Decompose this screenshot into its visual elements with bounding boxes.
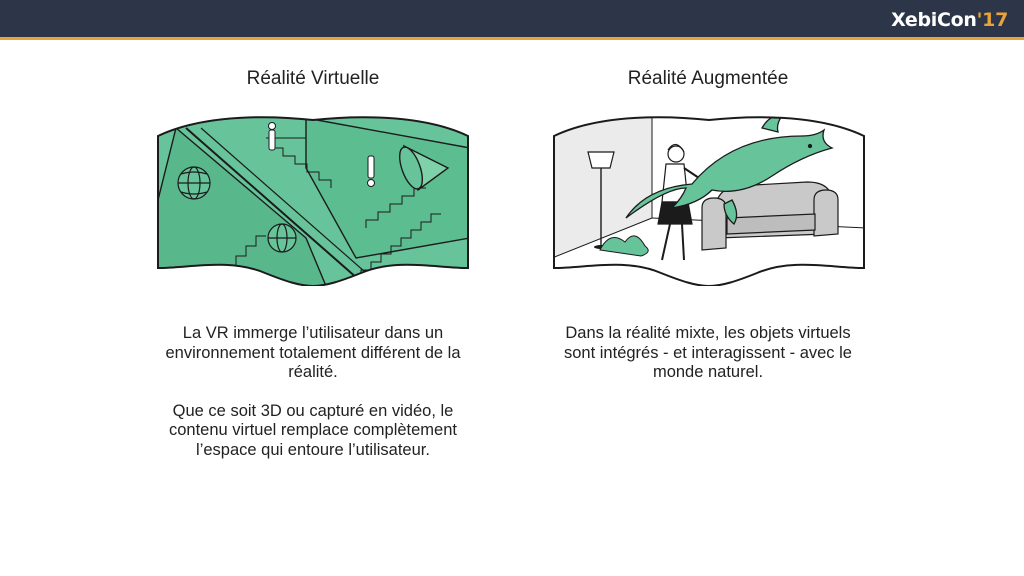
ar-paragraph-1: Dans la réalité mixte, les objets virtue… <box>564 324 852 381</box>
vr-paragraph-1: La VR immerge l’utilisateur dans un envi… <box>165 324 461 381</box>
ar-goggles-illustration <box>553 116 865 286</box>
ar-title: Réalité Augmentée <box>627 68 789 89</box>
vr-title: Réalité Virtuelle <box>246 68 380 89</box>
logo-year: '17 <box>976 9 1009 31</box>
vr-description: La VR immerge l’utilisateur dans un envi… <box>153 324 473 479</box>
xebicon-logo: XebiCon'17 <box>891 7 1008 33</box>
vr-goggles-illustration <box>157 116 469 286</box>
logo-brand: XebiCon <box>891 9 977 31</box>
ar-description: Dans la réalité mixte, les objets virtue… <box>548 324 868 402</box>
vr-paragraph-2: Que ce soit 3D ou capturé en vidéo, le c… <box>169 401 457 459</box>
top-bar: XebiCon'17 <box>0 0 1024 40</box>
